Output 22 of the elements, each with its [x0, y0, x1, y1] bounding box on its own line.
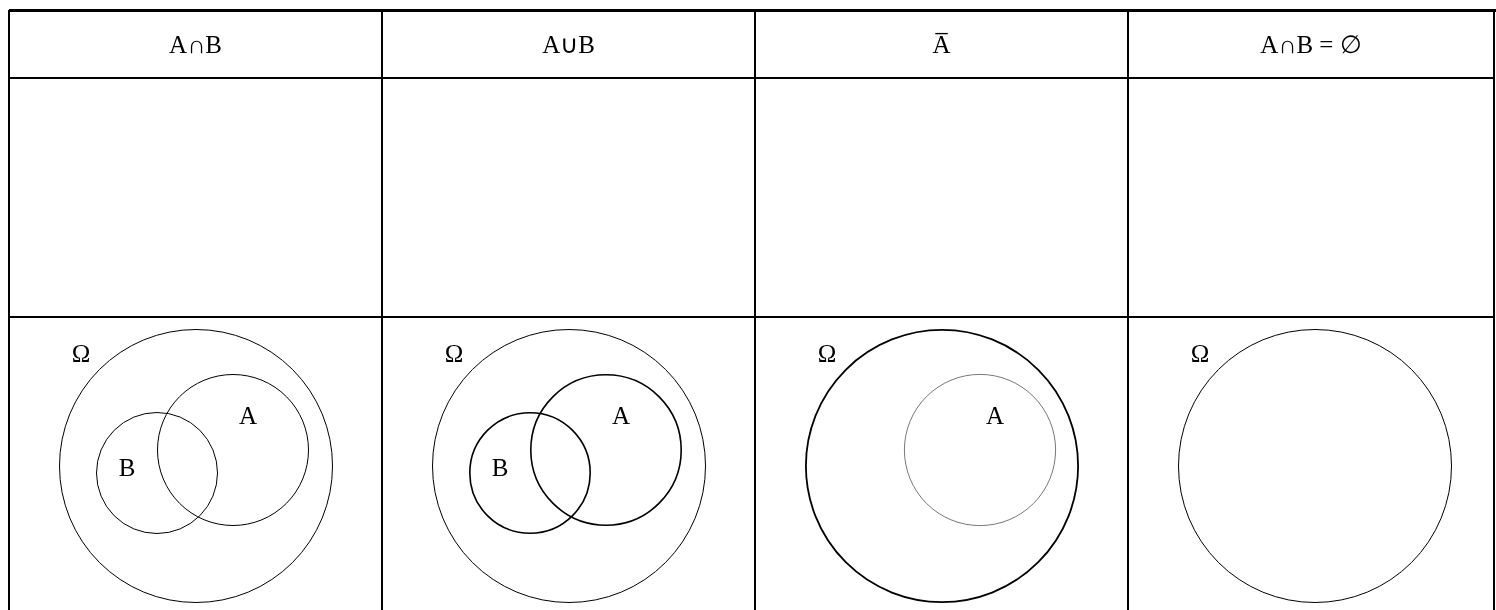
set-label: B	[491, 454, 509, 480]
universe-circle	[59, 329, 333, 603]
set-label: Ω	[444, 340, 464, 366]
set-label: A	[985, 402, 1005, 428]
set-circle	[904, 374, 1056, 526]
universe-circle	[1178, 329, 1452, 603]
set-label: Ω	[71, 340, 91, 366]
set-circle	[157, 374, 309, 526]
column-heading: A∩B	[169, 31, 222, 57]
set-label: Ω	[1190, 340, 1210, 366]
set-label: A	[238, 402, 258, 428]
set-label: A	[611, 402, 631, 428]
set-circle	[469, 412, 591, 534]
universe-circle	[432, 329, 706, 603]
column-heading: A∪B	[542, 31, 595, 57]
universe-circle	[805, 329, 1079, 603]
set-circle	[96, 412, 218, 534]
column-heading: A∩B = ∅	[1260, 31, 1362, 57]
set-circle	[530, 374, 682, 526]
set-label: Ω	[817, 340, 837, 366]
set-label: B	[118, 454, 136, 480]
column-heading: A̅	[932, 31, 951, 57]
